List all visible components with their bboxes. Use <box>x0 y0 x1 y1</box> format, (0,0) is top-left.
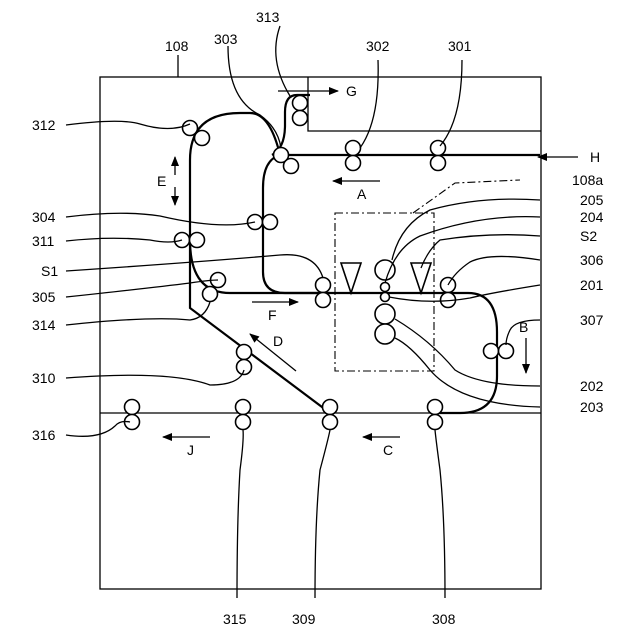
discharge-tray-box <box>308 77 541 131</box>
label-304: 304 <box>32 209 56 225</box>
apparatus-housing <box>100 77 541 589</box>
sensor-s1-triangle <box>341 263 361 293</box>
roller-pair-308 <box>428 400 443 430</box>
roller-pair-316 <box>125 400 140 430</box>
label-310: 310 <box>32 370 56 386</box>
label-j: J <box>187 442 194 458</box>
label-301: 301 <box>448 38 472 54</box>
label-311: 311 <box>32 233 55 249</box>
label-d: D <box>273 333 283 349</box>
label-314: 314 <box>32 317 56 333</box>
roller-201 <box>381 293 390 302</box>
label-e: E <box>157 173 166 189</box>
label-f: F <box>268 307 277 323</box>
label-313: 313 <box>256 9 280 25</box>
label-204: 204 <box>580 209 604 225</box>
roller-pair-315 <box>236 400 251 430</box>
label-b: B <box>519 319 528 335</box>
roller-pair-312 <box>183 121 210 146</box>
label-205: 205 <box>580 192 604 208</box>
roller-pair-313 <box>293 96 308 126</box>
label-c: C <box>383 442 393 458</box>
label-307: 307 <box>580 312 604 328</box>
roller-pair-305 <box>203 273 226 302</box>
label-315: 315 <box>223 611 247 627</box>
label-316: 316 <box>32 427 56 443</box>
label-s2: S2 <box>580 228 597 244</box>
label-a: A <box>357 186 367 202</box>
reference-labels: 108 313 303 302 301 312 304 311 S1 305 3… <box>32 9 604 627</box>
label-312: 312 <box>32 117 56 133</box>
label-202: 202 <box>580 378 604 394</box>
label-306: 306 <box>580 252 604 268</box>
roller-203 <box>375 324 395 344</box>
roller-205 <box>375 260 395 280</box>
roller-202 <box>375 304 395 324</box>
roller-204 <box>381 283 390 292</box>
label-h: H <box>590 149 600 165</box>
label-108a: 108a <box>572 172 603 188</box>
roller-pair-309 <box>323 400 338 430</box>
roller-pair-307 <box>484 344 514 359</box>
label-305: 305 <box>32 289 56 305</box>
processing-unit <box>341 260 431 344</box>
label-s1: S1 <box>41 263 58 279</box>
path-e-link <box>190 240 330 293</box>
roller-pair-303 <box>274 148 299 174</box>
label-g: G <box>346 83 357 99</box>
label-303: 303 <box>214 31 238 47</box>
label-201: 201 <box>580 277 604 293</box>
path-d-reverse <box>190 113 330 413</box>
label-308: 308 <box>432 611 456 627</box>
label-108: 108 <box>165 38 189 54</box>
label-309: 309 <box>292 611 316 627</box>
label-203: 203 <box>580 399 604 415</box>
label-302: 302 <box>366 38 390 54</box>
